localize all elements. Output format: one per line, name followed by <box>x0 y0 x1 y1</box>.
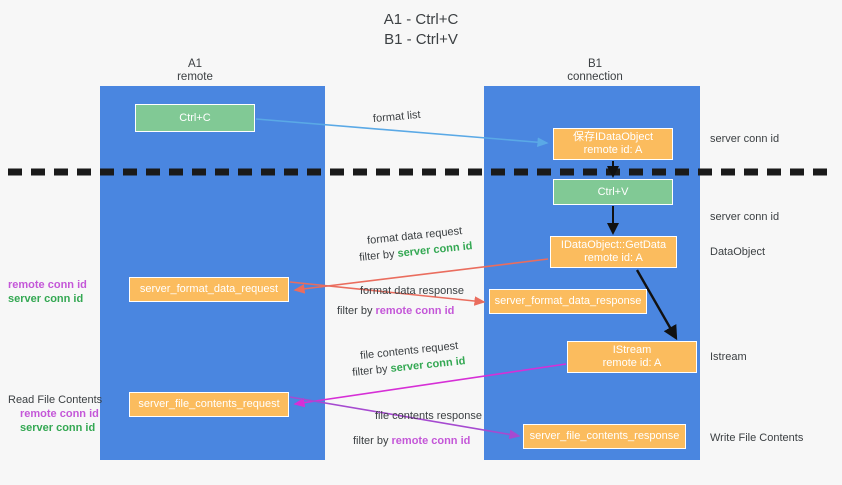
arrow-file-contents-response <box>289 396 521 440</box>
arrow-format-list <box>255 118 549 147</box>
filter-prefix: filter by <box>353 435 392 447</box>
node-server-file-contents-response[interactable]: server_file_contents_response <box>523 424 686 449</box>
edge-label-file-contents-response: file contents response <box>375 409 482 424</box>
annotation-read-file-contents-heading: Read File Contents <box>8 394 103 406</box>
title-line-1: A1 - Ctrl+C <box>383 11 459 28</box>
node-save-idataobject[interactable]: 保存IDataObject remote id: A <box>553 128 673 160</box>
node-istream-sublabel: remote id: A <box>602 357 662 369</box>
filter-prefix: filter by <box>337 305 376 317</box>
filter-prefix: filter by <box>351 362 392 379</box>
lane-a1-subtitle: remote <box>177 71 213 83</box>
node-format-data-response-label: server_format_data_response <box>494 295 642 307</box>
filter-value-remote-conn-id: remote conn id <box>375 305 455 317</box>
node-idataobject-getdata[interactable]: IDataObject::GetData remote id: A <box>550 236 677 268</box>
annotation-server-conn-id: server conn id <box>8 293 84 305</box>
node-istream[interactable]: IStream remote id: A <box>567 341 697 373</box>
edge-file-contents-response-text: file contents response <box>375 410 483 422</box>
annotation-server-conn-id: server conn id <box>20 422 96 434</box>
lane-b1-subtitle: connection <box>567 71 623 83</box>
filter-value-remote-conn-id: remote conn id <box>391 435 471 447</box>
node-save-idataobject-sublabel: remote id: A <box>583 144 643 156</box>
edge-filter-file-contents-response: filter by remote conn id <box>353 434 470 449</box>
filter-prefix: filter by <box>358 247 399 264</box>
lane-a1-name: A1 <box>187 58 203 70</box>
lane-b1-name: B1 <box>587 58 603 70</box>
annotation-remote-conn-id: remote conn id <box>8 279 87 291</box>
annotation-right-write-file-contents: Write File Contents <box>710 432 804 444</box>
arrow-getdata-to-istream <box>635 269 678 341</box>
node-ctrl-c-label: Ctrl+C <box>179 111 211 124</box>
node-save-idataobject-label: 保存IDataObject <box>572 131 654 143</box>
annotation-remote-conn-id: remote conn id <box>20 408 99 420</box>
arrow-format-data-response <box>289 281 486 306</box>
arrow-format-data-request <box>293 258 549 294</box>
edge-format-list-text: format list <box>372 108 422 126</box>
diagram-title: A1 - Ctrl+C B1 - Ctrl+V <box>0 10 842 50</box>
node-server-format-data-response[interactable]: server_format_data_response <box>489 289 647 314</box>
title-line-2: B1 - Ctrl+V <box>384 31 458 48</box>
edge-label-format-data-response: format data response <box>360 284 464 299</box>
arrow-file-contents-request <box>293 363 567 408</box>
annotation-right-dataobject: DataObject <box>710 246 766 258</box>
node-server-file-contents-request[interactable]: server_file_contents_request <box>129 392 289 417</box>
annotation-read-file-contents: Read File Contents remote conn id server… <box>8 393 102 435</box>
node-ctrl-v-label: Ctrl+V <box>597 185 629 198</box>
node-format-data-request-label: server_format_data_request <box>139 283 279 295</box>
node-file-contents-response-label: server_file_contents_response <box>529 430 680 442</box>
annotation-right-istream: Istream <box>710 351 747 363</box>
annotation-right-server-conn-id-2: server conn id <box>710 211 780 223</box>
node-getdata-label: IDataObject::GetData <box>560 239 667 251</box>
annotation-right-server-conn-id-1: server conn id <box>710 133 780 145</box>
annotation-format-conn-ids: remote conn id server conn id <box>8 278 87 306</box>
lane-header-b1: B1 connection <box>520 58 670 84</box>
edge-filter-format-data-response: filter by remote conn id <box>337 304 454 319</box>
node-server-format-data-request[interactable]: server_format_data_request <box>129 277 289 302</box>
lane-header-a1: A1 remote <box>120 58 270 84</box>
edge-format-data-response-text: format data response <box>360 285 464 297</box>
node-file-contents-request-label: server_file_contents_request <box>138 398 280 410</box>
node-ctrl-c[interactable]: Ctrl+C <box>135 104 255 132</box>
node-ctrl-v[interactable]: Ctrl+V <box>553 179 673 205</box>
node-istream-label: IStream <box>612 344 652 356</box>
node-getdata-sublabel: remote id: A <box>584 252 643 264</box>
